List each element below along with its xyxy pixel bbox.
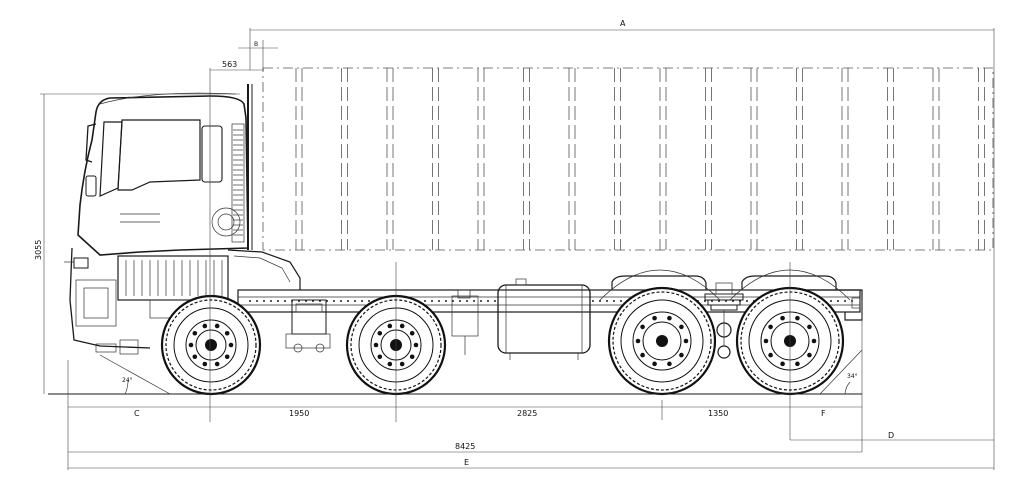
dim-label-D: D xyxy=(888,431,894,440)
dim-label-1350: 1350 xyxy=(708,409,728,418)
cargo-body-outline xyxy=(262,67,994,251)
front-angle-label: 24° xyxy=(122,377,133,384)
dim-label-2825: 2825 xyxy=(517,409,537,418)
dim-label-A: A xyxy=(620,19,626,28)
cargo-body-ribs xyxy=(295,68,985,250)
dim-label-E: E xyxy=(464,458,469,467)
dim-label-3055: 3055 xyxy=(34,240,43,260)
dim-label-563: 563 xyxy=(222,60,237,69)
dim-label-C: C xyxy=(134,409,140,418)
dim-label-F: F xyxy=(821,409,826,418)
air-equipment xyxy=(451,289,479,355)
dimension-lines xyxy=(40,28,995,470)
wheels xyxy=(160,286,845,396)
dim-label-8425: 8425 xyxy=(455,442,475,451)
rear-angle-label: 34° xyxy=(847,373,858,380)
rear-suspension xyxy=(704,282,744,359)
dim-label-1950: 1950 xyxy=(289,409,309,418)
ground-and-angles xyxy=(48,349,863,395)
wheel-rear-1 xyxy=(607,286,717,396)
battery-box xyxy=(285,299,331,353)
dim-label-B: B xyxy=(254,41,258,48)
cab-grille xyxy=(233,129,243,236)
wheel-front-1 xyxy=(160,294,262,396)
dimension-labels: A B 563 3055 C 1950 2825 1350 F D 8425 E… xyxy=(34,19,894,467)
fuel-tank xyxy=(497,278,591,360)
